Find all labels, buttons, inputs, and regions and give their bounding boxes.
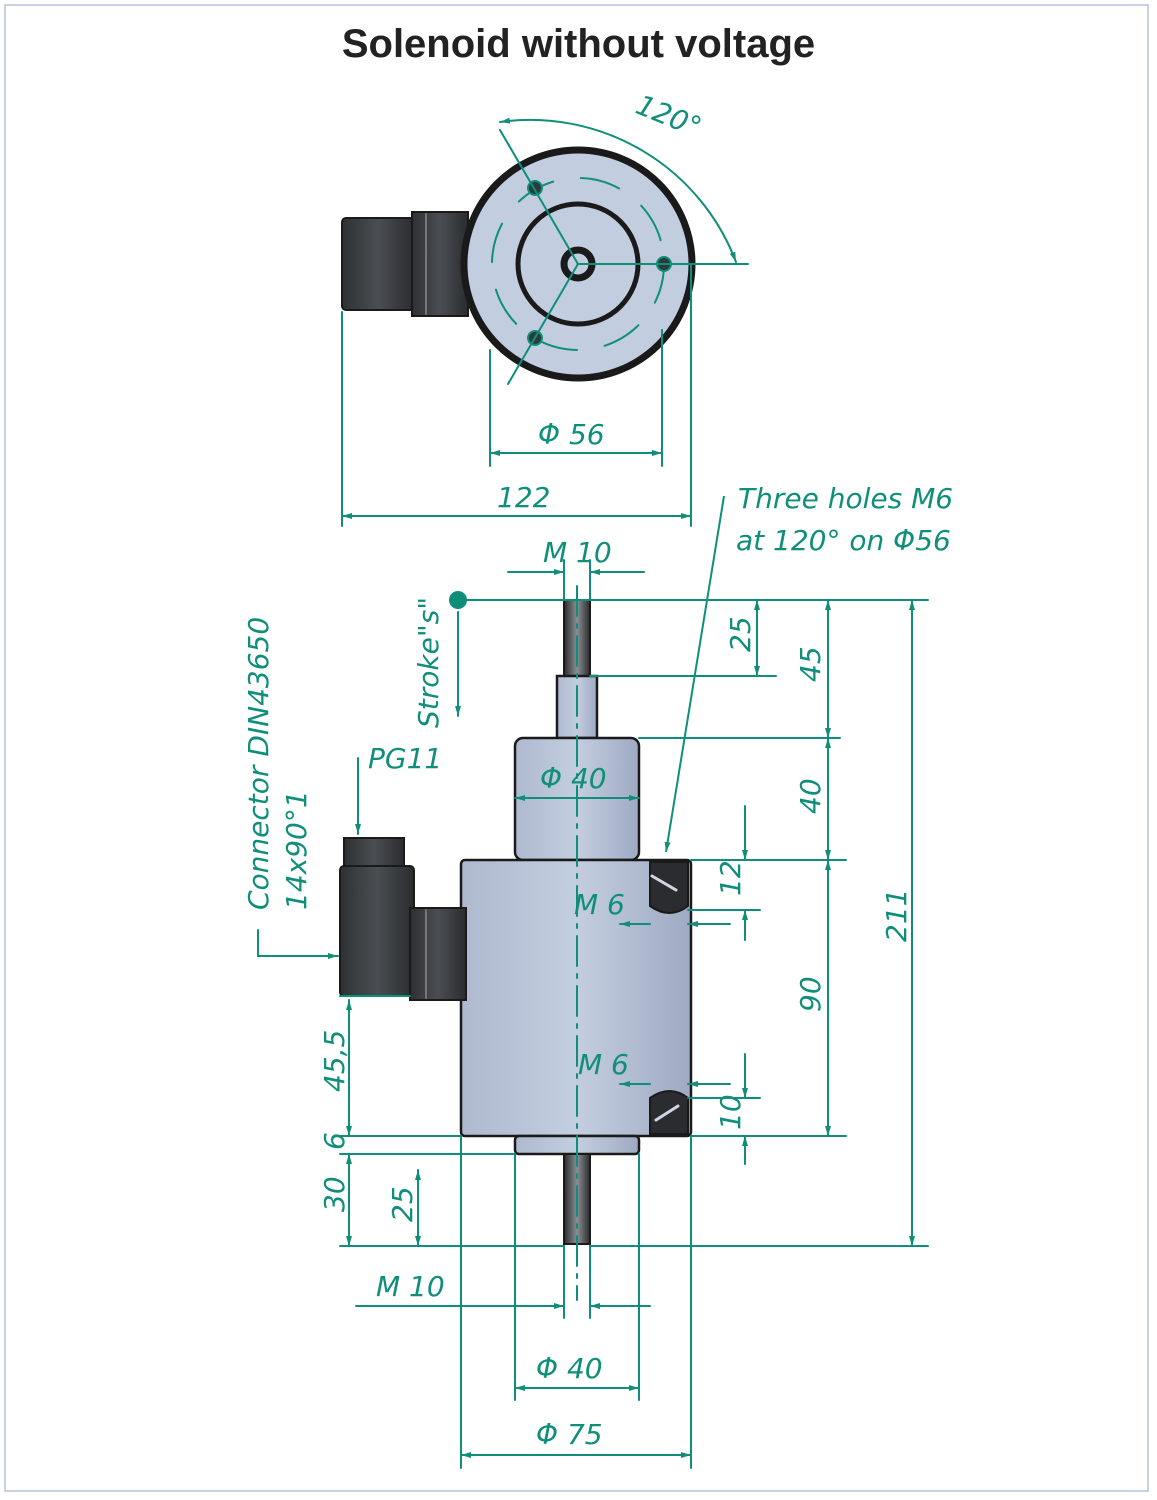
- note-line-1: Three holes M6: [738, 482, 953, 515]
- side-hole-lower-label: M 6: [578, 1048, 629, 1081]
- dim-45-5: 45,5: [318, 1030, 351, 1092]
- dim-40: 40: [794, 778, 827, 814]
- side-view: M 10 Stroke"s" PG11 Connector DIN43650 1…: [242, 536, 929, 1469]
- dim-90: 90: [794, 976, 827, 1012]
- bottom-diameter-small-label: Φ 40: [536, 1352, 603, 1385]
- holes-note: Three holes M6 at 120° on Φ56: [664, 482, 953, 853]
- top-connector-flange: [411, 211, 469, 317]
- stroke-label: Stroke"s": [412, 597, 445, 728]
- dim-25-bottom: 25: [386, 1186, 419, 1222]
- side-hole-upper-label: M 6: [574, 888, 625, 921]
- connector-body: [339, 865, 415, 997]
- bottom-diameter-large-label: Φ 75: [536, 1418, 603, 1451]
- connector-label-line-1: Connector DIN43650: [242, 617, 275, 910]
- dim-45: 45: [794, 646, 827, 682]
- top-connector-body: [341, 217, 415, 311]
- bottom-thread-label: M 10: [376, 1270, 445, 1303]
- upper-diameter-label: Φ 40: [540, 762, 607, 795]
- top-angle-label: 120°: [631, 88, 706, 144]
- top-view: 120° Φ 56 122: [341, 88, 749, 527]
- top-diameter-label: Φ 56: [538, 418, 605, 451]
- dim-6: 6: [318, 1132, 351, 1150]
- dim-12: 12: [714, 860, 747, 896]
- top-thread-label: M 10: [543, 536, 612, 569]
- top-width-label: 122: [497, 481, 550, 514]
- connector-flange: [409, 907, 467, 1001]
- pg-label: PG11: [368, 742, 442, 775]
- dim-25-top: 25: [724, 616, 757, 652]
- note-line-2: at 120° on Φ56: [736, 524, 951, 557]
- dim-30: 30: [318, 1176, 351, 1212]
- diagram-title: Solenoid without voltage: [341, 22, 816, 66]
- dim-10: 10: [714, 1094, 747, 1130]
- dim-211: 211: [880, 889, 913, 942]
- connector-label-line-2: 14x90°1: [280, 790, 313, 910]
- connector-cap: [343, 837, 405, 867]
